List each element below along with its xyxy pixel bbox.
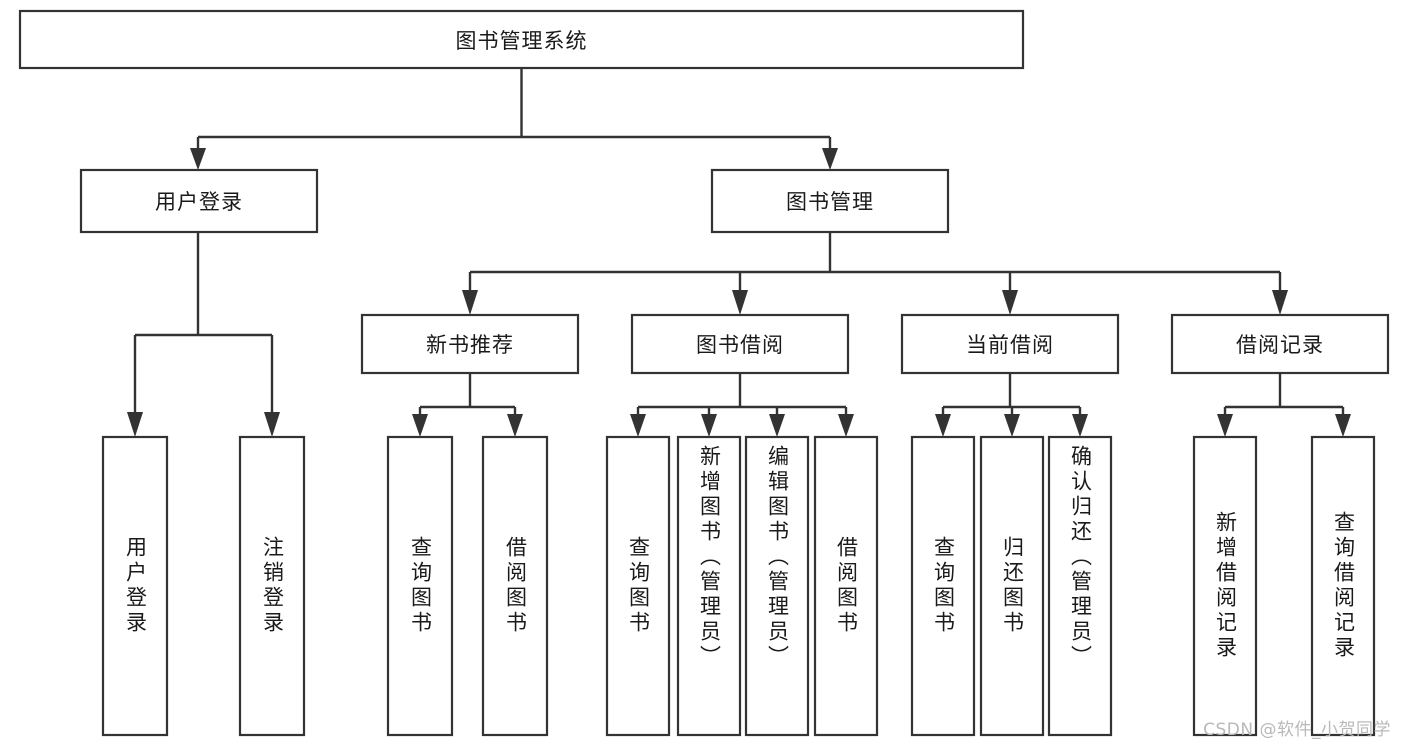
- node-nbr-query-book[interactable]: [386, 435, 454, 737]
- node-cb-confirm-return[interactable]: [1047, 435, 1113, 737]
- nodes-layer: [18, 9, 1390, 737]
- arrow-nbr-query-book: [412, 414, 428, 437]
- node-br-add-record[interactable]: [1192, 435, 1258, 737]
- arrow-to-user-login: [190, 148, 206, 170]
- edges-layer: [127, 68, 1351, 437]
- arrow-br-add-record: [1217, 414, 1233, 437]
- node-nbr-borrow-book[interactable]: [481, 435, 549, 737]
- arrow-br-query-record: [1335, 414, 1351, 437]
- arrow-cb-return-book: [1004, 414, 1020, 437]
- node-root[interactable]: [18, 9, 1025, 70]
- node-user-login-do[interactable]: [101, 435, 169, 737]
- arrow-to-book-manage: [822, 148, 838, 170]
- arrow-bb-add-book: [701, 414, 717, 437]
- arrow-cb-confirm-return: [1072, 414, 1088, 437]
- node-bb-borrow-book[interactable]: [813, 435, 879, 737]
- arrow-bb-edit-book: [769, 414, 785, 437]
- arrow-user-login-do: [127, 412, 143, 437]
- arrow-cb-query-book: [935, 414, 951, 437]
- arrow-nbr-borrow-book: [507, 414, 523, 437]
- node-borrow-record[interactable]: [1170, 313, 1390, 375]
- node-bb-query-book[interactable]: [605, 435, 671, 737]
- node-bb-add-book[interactable]: [676, 435, 742, 737]
- arrow-bb-query-book: [630, 414, 646, 437]
- arrow-borrow-record: [1272, 290, 1288, 315]
- arrow-user-logout: [264, 412, 280, 437]
- node-br-query-record[interactable]: [1310, 435, 1376, 737]
- arrow-new-book-recommend: [462, 290, 478, 315]
- node-user-login[interactable]: [79, 168, 319, 234]
- node-book-borrow[interactable]: [630, 313, 850, 375]
- node-bb-edit-book[interactable]: [744, 435, 810, 737]
- arrow-book-borrow: [732, 290, 748, 315]
- arrow-bb-borrow-book: [838, 414, 854, 437]
- node-user-logout[interactable]: [238, 435, 306, 737]
- node-cb-return-book[interactable]: [979, 435, 1045, 737]
- node-cb-query-book[interactable]: [910, 435, 976, 737]
- node-current-borrow[interactable]: [900, 313, 1120, 375]
- node-book-manage[interactable]: [710, 168, 950, 234]
- arrow-current-borrow: [1002, 290, 1018, 315]
- node-new-book-recommend[interactable]: [360, 313, 580, 375]
